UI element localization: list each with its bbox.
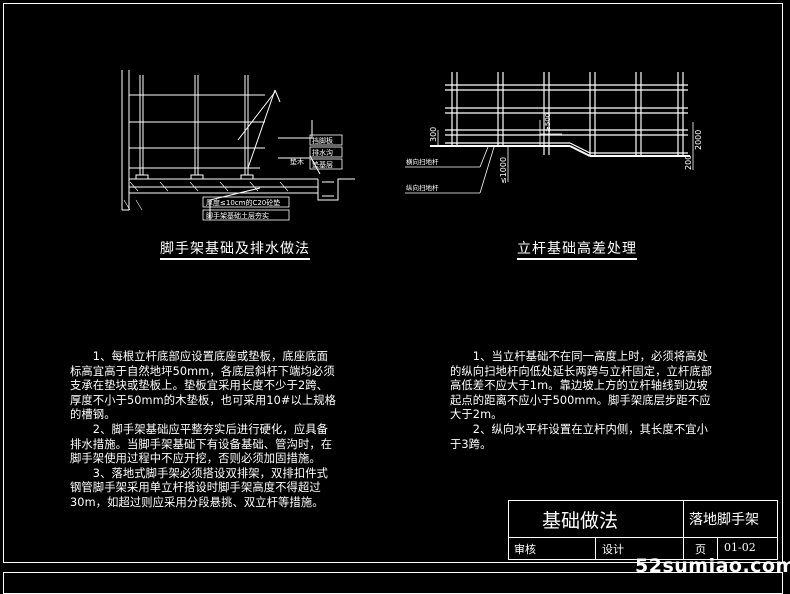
left-drawing-caption: 脚手架基础及排水做法 [160, 241, 310, 257]
watermark-text: 52sumiao.com [635, 555, 790, 577]
left-scaffold-foundation-drawing: 挡脚板 排水沟 垫基层 垫木 厚度≤10cm的C20砼垫 脚手架基础土层夯实 [121, 70, 355, 221]
label-wood-pad: 垫木 [290, 157, 304, 166]
dim-500: ≥500 [544, 113, 552, 132]
label-concrete-pad: 厚度≤10cm的C20砼垫 [206, 198, 280, 207]
right-caption-underline [517, 258, 637, 260]
dim-300: 300 [429, 127, 438, 142]
review-label: 审核 [514, 543, 536, 556]
label-longitudinal-sweep-pole: 纵向扫地杆 [406, 183, 439, 192]
left-caption-underline [160, 258, 310, 260]
page-number: 01-02 [724, 541, 756, 554]
notes-left: 1、每根立杆底部应设置底座或垫板，底座底面 标高宜高于自然地坪50mm，各底层斜… [70, 350, 337, 509]
page-number-cell [717, 537, 778, 560]
label-toe-board: 挡脚板 [312, 136, 333, 145]
project-name: 落地脚手架 [689, 512, 759, 528]
title-block: 基础做法 落地脚手架 审核 设计 页 01-02 [508, 500, 778, 560]
label-soil-compacted: 脚手架基础土层夯实 [206, 211, 269, 220]
drawing-frame [3, 3, 783, 563]
drawing-title: 基础做法 [542, 510, 619, 532]
dim-1000: ≤1000 [499, 157, 508, 184]
label-drain-ditch: 排水沟 [312, 148, 333, 157]
design-label: 设计 [602, 543, 624, 556]
label-transverse-sweep-pole: 横向扫地杆 [406, 157, 439, 166]
label-base-layer: 垫基层 [312, 160, 333, 169]
right-drawing-caption: 立杆基础高差处理 [517, 241, 637, 257]
dim-200: 200 [684, 155, 693, 170]
right-upright-height-difference-drawing: 300 ≤1000 ≥500 200 2000 横向扫地杆 纵向扫地杆 [405, 72, 703, 194]
page-label: 页 [695, 543, 706, 556]
dim-2000: 2000 [694, 130, 703, 150]
notes-right: 1、当立杆基础不在同一高度上时，必须将高处 的纵向扫地杆向低处延长两跨与立杆固定… [450, 350, 713, 451]
